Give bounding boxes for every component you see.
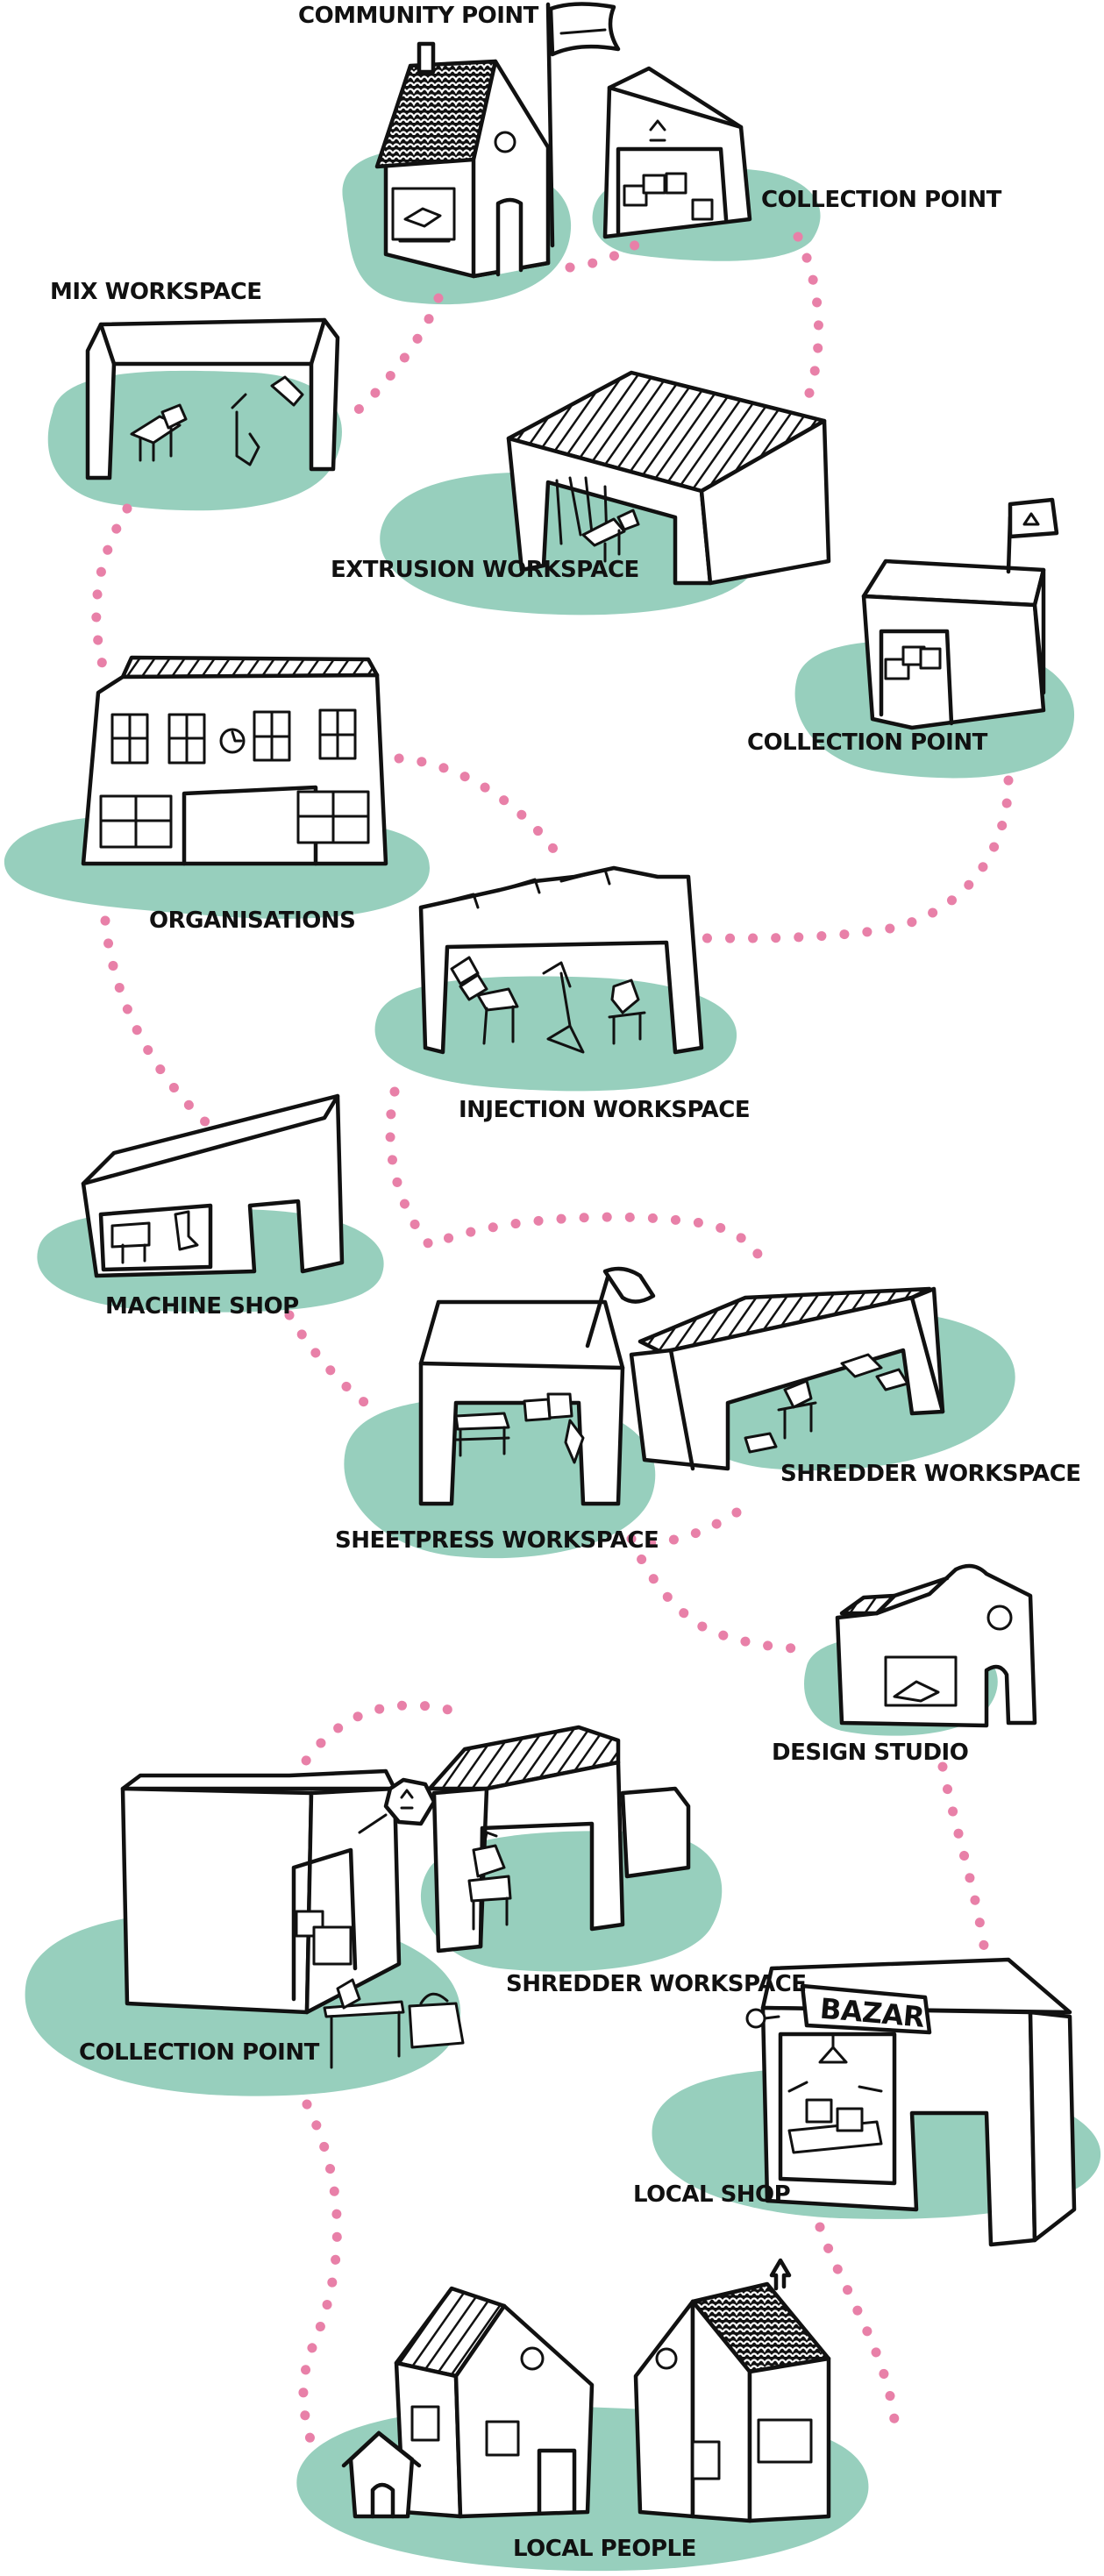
label-shredder-workspace-lower: SHREDDER WORKSPACE (506, 1971, 807, 1997)
path-collection-bottom-to-shredder (288, 1700, 470, 1785)
shredder-workspace-upper-building (629, 1286, 945, 1471)
injection-workspace-building (418, 865, 704, 1055)
path-organisations-to-machine (100, 915, 216, 1132)
collection-point-right-building (861, 497, 1059, 730)
path-design-to-localshop (937, 1761, 992, 1969)
recycle-icon (383, 1777, 437, 1826)
path-community-to-collection (565, 230, 654, 273)
shredder-workspace-lower-building (427, 1725, 691, 1953)
community-point-building (374, 41, 551, 279)
mix-workspace-building (85, 317, 340, 480)
label-community-point: COMMUNITY POINT (298, 3, 539, 29)
sheetpress-workspace-building (418, 1299, 625, 1506)
label-machine-shop: MACHINE SHOP (105, 1293, 299, 1320)
collection-point-bottom-building (120, 1768, 465, 2069)
path-collection-bottom-to-people (298, 2099, 342, 2460)
design-studio-building (835, 1563, 1037, 1728)
label-design-studio: DESIGN STUDIO (772, 1740, 968, 1766)
label-collection-point-top: COLLECTION POINT (761, 187, 1002, 213)
path-collection-to-extrusion (793, 231, 823, 417)
path-mix-to-organisations (91, 503, 132, 680)
path-collection-right-to-injection (687, 775, 1014, 943)
label-collection-point-bottom: COLLECTION POINT (79, 2039, 320, 2066)
station-labels: COMMUNITY POINT COLLECTION POINT MIX WOR… (50, 3, 1081, 2562)
connection-paths (91, 230, 1014, 2460)
label-sheetpress-workspace: SHEETPRESS WORKSPACE (335, 1527, 659, 1554)
local-people-buildings (341, 2258, 831, 2523)
path-localshop-to-people (815, 2222, 900, 2425)
extrusion-workspace-building (506, 370, 831, 586)
path-organisations-to-injection (394, 753, 566, 865)
flag-icon (585, 1266, 656, 1348)
label-mix-workspace: MIX WORKSPACE (50, 279, 261, 305)
flag-icon (545, 2, 621, 248)
path-machine-to-sheetpress (284, 1310, 382, 1417)
local-shop-building (745, 1957, 1077, 2247)
label-collection-point-right: COLLECTION POINT (747, 729, 988, 756)
path-shredder-to-design (644, 1507, 742, 1548)
label-extrusion-workspace: EXTRUSION WORKSPACE (331, 557, 639, 583)
label-organisations: ORGANISATIONS (149, 907, 355, 934)
label-injection-workspace: INJECTION WORKSPACE (459, 1097, 750, 1123)
machine-shop-building (81, 1093, 345, 1278)
blob-mix-workspace (47, 370, 342, 511)
label-shredder-workspace-upper: SHREDDER WORKSPACE (780, 1461, 1081, 1487)
path-sheetpress-to-design (626, 1534, 799, 1654)
collection-point-top-building (602, 66, 752, 239)
organisations-building (81, 655, 388, 866)
path-community-to-mix (345, 293, 444, 422)
label-local-shop: LOCAL SHOP (633, 2181, 790, 2208)
label-local-people: LOCAL PEOPLE (513, 2536, 696, 2562)
recycle-icon (649, 119, 666, 142)
